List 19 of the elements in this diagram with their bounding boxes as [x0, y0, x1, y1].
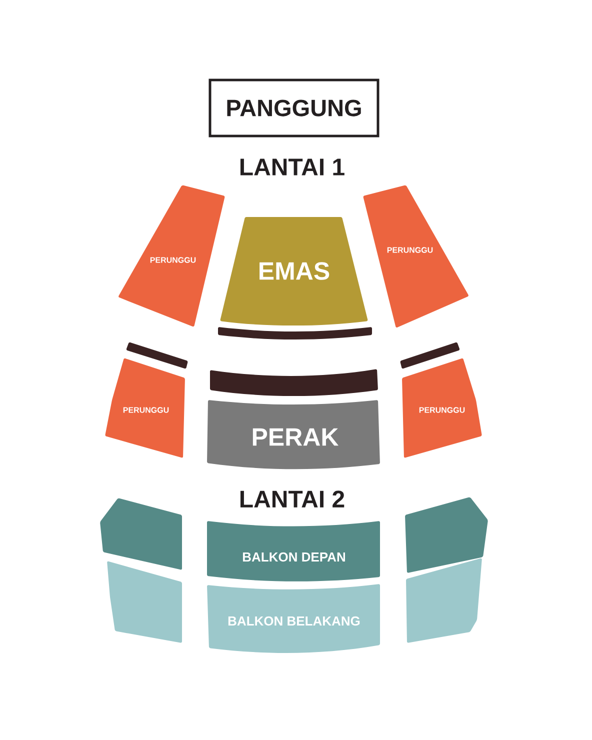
row-bar [400, 342, 460, 369]
row-bar [218, 327, 372, 340]
seating-section: PERUNGGU [105, 358, 185, 458]
stage-box: PANGGUNG [208, 78, 380, 138]
seating-section: EMAS [220, 217, 368, 326]
seating-section: BALKON BELAKANG [207, 584, 380, 653]
seating-section [405, 497, 488, 573]
seating-section [406, 558, 482, 643]
heading: LANTAI 1 [240, 158, 344, 176]
row-bar [210, 369, 378, 396]
seating-section [100, 498, 182, 570]
heading: LANTAI 2 [240, 490, 344, 508]
seating-section [107, 561, 182, 643]
seating-section: BALKON DEPAN [207, 521, 380, 582]
seating-section: PERUNGGU [118, 185, 225, 327]
row-bar [126, 342, 188, 369]
seating-section: PERUNGGU [402, 358, 482, 458]
seating-section: PERAK [207, 400, 380, 470]
seating-section: PERUNGGU [363, 185, 468, 328]
